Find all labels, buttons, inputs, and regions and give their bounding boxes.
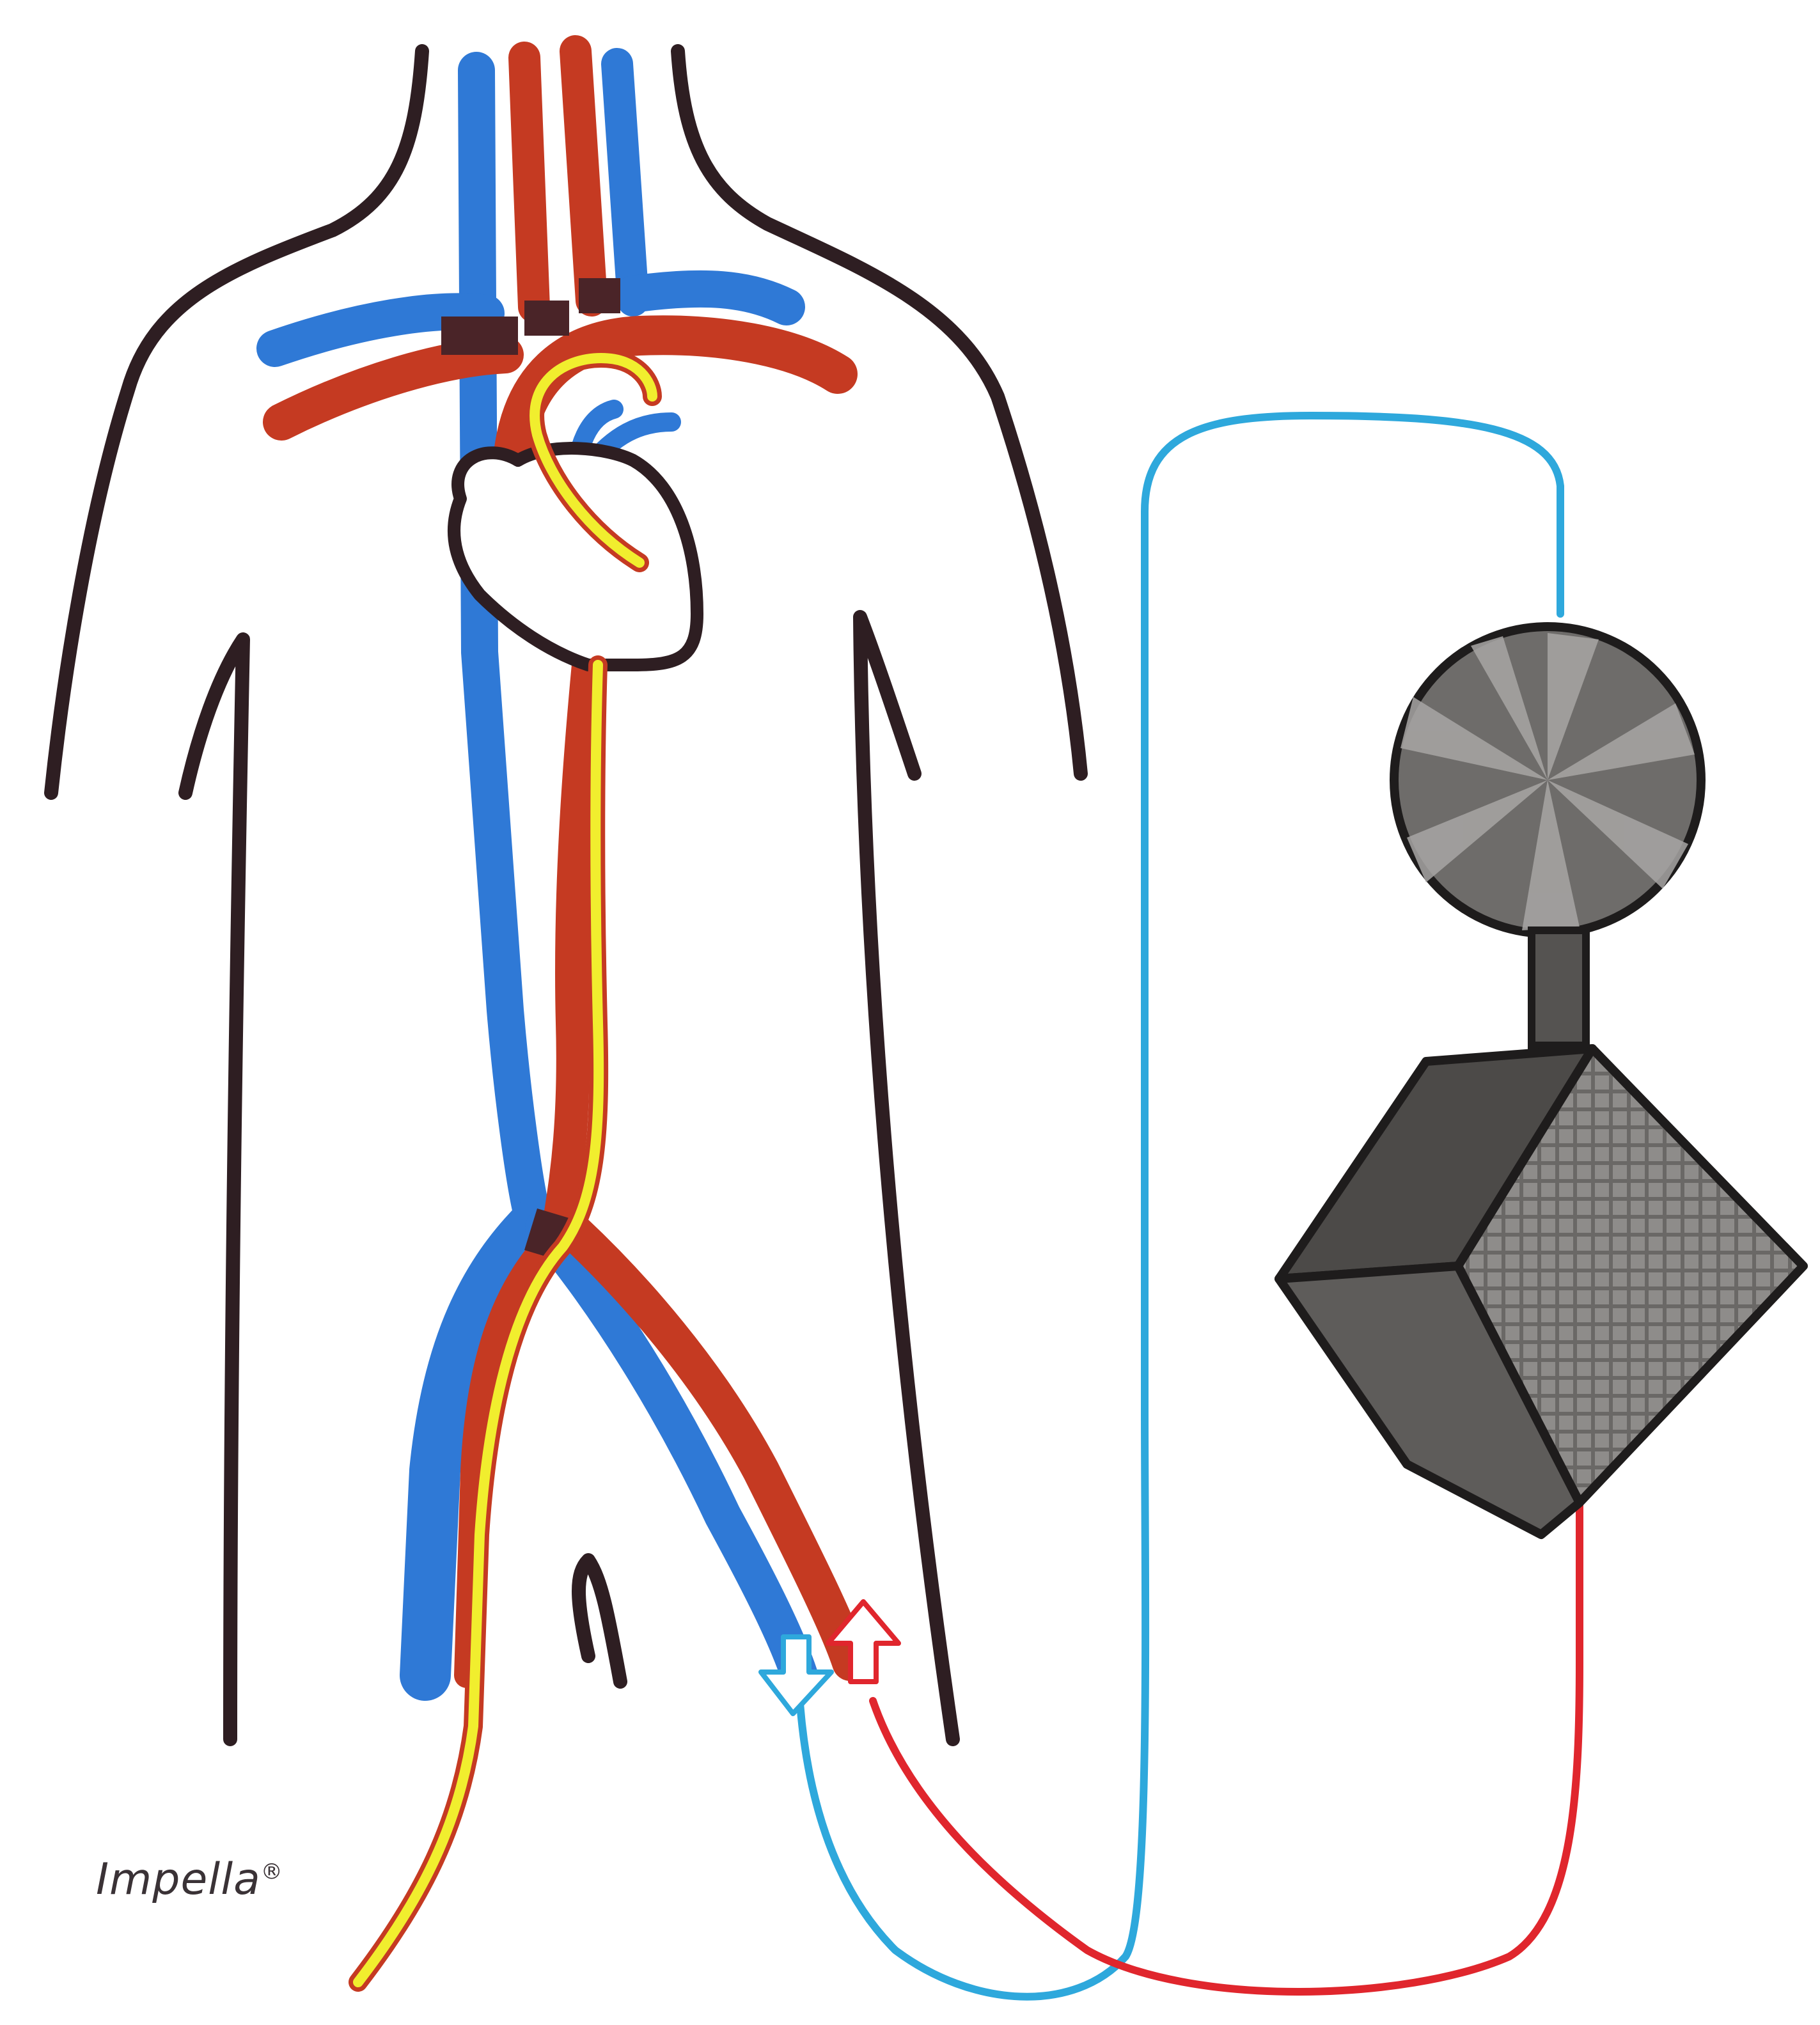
brand-name: Impella — [96, 1854, 261, 1905]
descending-aorta — [560, 665, 588, 1221]
centrifugal-pump-icon — [1394, 627, 1701, 1045]
oxygenator-icon — [1279, 1049, 1803, 1535]
groin — [579, 1560, 620, 1682]
jugular-vein-right — [617, 64, 633, 301]
carotid-right — [576, 51, 592, 301]
arterial-return-line — [873, 1490, 1580, 1992]
registered-mark: ® — [261, 1859, 283, 1884]
carotid-left — [524, 58, 534, 307]
arm-left-inner — [185, 639, 243, 1739]
impella-brand-label: Impella® — [96, 1854, 283, 1905]
subclavian-vein-right — [633, 289, 787, 307]
arm-right-inner — [860, 617, 953, 1739]
